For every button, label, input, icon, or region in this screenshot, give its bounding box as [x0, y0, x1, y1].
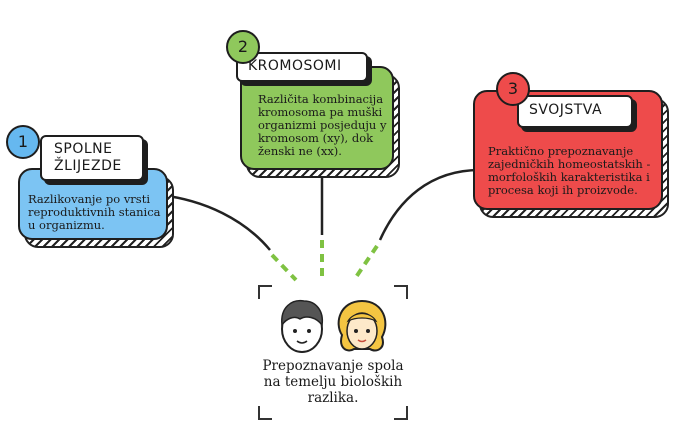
card-description: Praktično prepoznavanje zajedničkih home…: [488, 144, 651, 197]
card-title: SVOJSTVA: [517, 95, 633, 128]
boy-face-icon: [281, 299, 324, 353]
card-number-badge: 2: [226, 30, 260, 64]
card-title: SPOLNE ŽLIJEZDE: [40, 135, 144, 181]
center-node: Prepoznavanje spola na temelju bioloških…: [258, 285, 408, 420]
card-description: Različita kombinacija kromosoma pa muški…: [258, 92, 387, 158]
card-description: Razlikovanje po vrsti reproduktivnih sta…: [28, 192, 161, 232]
connector-1: [159, 193, 271, 251]
card-body: [240, 66, 394, 170]
girl-face-icon: [337, 299, 387, 352]
card-number-badge: 3: [496, 72, 530, 106]
connector-3-dash: [352, 244, 379, 282]
center-caption: Prepoznavanje spola na temelju bioloških…: [262, 358, 404, 406]
connector-1-dash: [270, 253, 298, 282]
card-number-badge: 1: [6, 125, 40, 159]
card-title: KROMOSOMI: [236, 52, 368, 82]
connector-3: [378, 168, 481, 241]
